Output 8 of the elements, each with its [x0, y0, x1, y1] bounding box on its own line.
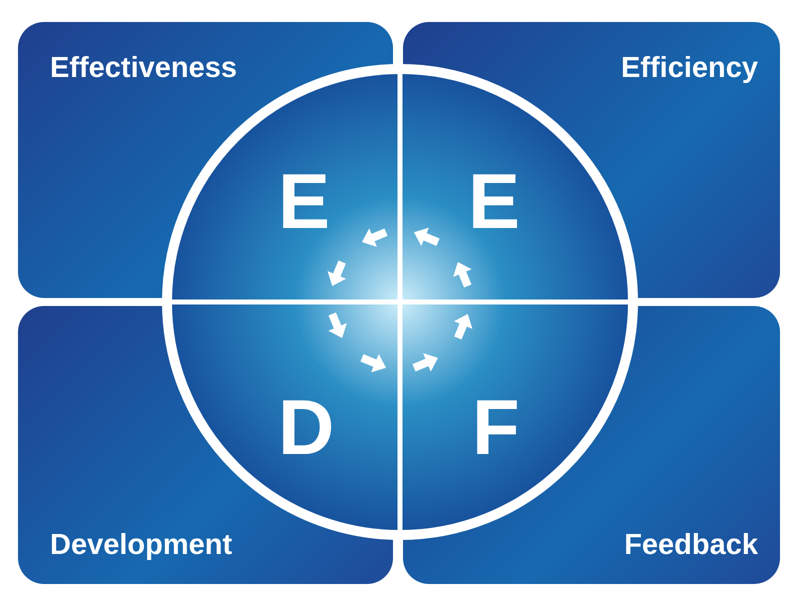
quadrant-letter: E: [278, 162, 330, 240]
quadrant-letter: F: [472, 388, 520, 466]
panel-heading: Development: [50, 529, 232, 562]
quadrant-letter: E: [468, 162, 520, 240]
panel-heading: Feedback: [624, 529, 758, 562]
panel-heading: Efficiency: [621, 52, 758, 85]
panel-heading: Effectiveness: [50, 52, 237, 85]
quadrant-letter: D: [278, 388, 334, 466]
